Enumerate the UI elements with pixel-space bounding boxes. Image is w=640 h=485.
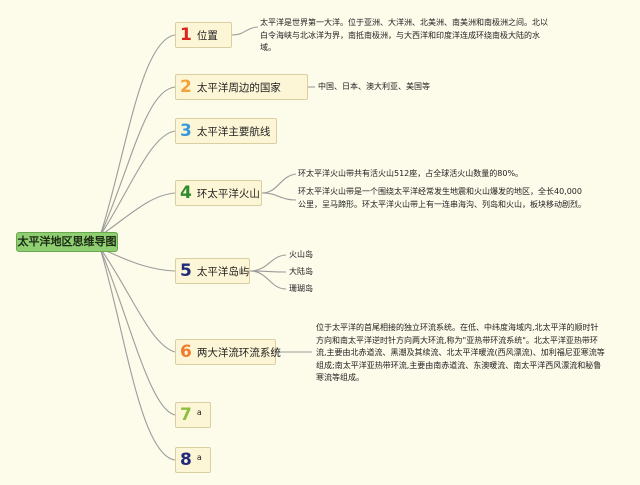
link-root-3 (99, 130, 176, 237)
branch-5-node[interactable]: 5 太平洋岛屿 (175, 258, 250, 284)
branch-8-label: a (196, 452, 202, 462)
link-4-detail-b (261, 192, 297, 201)
branch-5-label: 太平洋岛屿 (196, 265, 250, 278)
branch-5-sub-2: 大陆岛 (289, 267, 313, 276)
branch-2-node[interactable]: 2 太平洋周边的国家 (175, 74, 308, 100)
link-root-1 (99, 34, 176, 237)
branch-6-detail: 位于太平洋的首尾相接的独立环流系统。在低、中纬度海域内,北太平洋的顺时针方向和南… (316, 323, 605, 382)
branch-2-detail: 中国、日本、澳大利亚、美国等 (318, 82, 430, 91)
branch-1-label: 位置 (196, 29, 218, 42)
branch-1-node[interactable]: 1 位置 (175, 22, 232, 48)
branch-7-node[interactable]: 7 a (175, 402, 211, 428)
branch-6-number: 6 (180, 341, 192, 362)
branch-8-node[interactable]: 8 a (175, 447, 211, 473)
link-root-2 (99, 86, 176, 237)
link-root-6 (99, 247, 176, 353)
branch-3-label: 太平洋主要航线 (196, 125, 271, 138)
link-1-detail (231, 26, 259, 36)
branch-2-label: 太平洋周边的国家 (196, 81, 281, 94)
branch-4-detail-b: 环太平洋火山带是一个围绕太平洋经常发生地震和火山爆发的地区，全长40,000公里… (298, 187, 586, 209)
branch-7-number: 7 (180, 404, 192, 425)
branch-3-node[interactable]: 3 太平洋主要航线 (175, 118, 277, 144)
link-root-7 (99, 247, 176, 416)
branch-5-sub-1: 火山岛 (289, 250, 313, 259)
branch-4-detail-a: 环太平洋火山带共有活火山512座，占全球活火山数量的80%。 (298, 169, 524, 178)
link-root-8 (99, 247, 176, 461)
branch-1-detail: 太平洋是世界第一大洋。位于亚洲、大洋洲、北美洲、南美洲和南极洲之间。北以白令海峡… (260, 18, 548, 52)
branch-5-number: 5 (180, 260, 192, 281)
branch-6-label: 两大洋流环流系统 (196, 346, 281, 359)
branch-6-node[interactable]: 6 两大洋流环流系统 (175, 339, 281, 365)
link-4-detail-a (261, 173, 297, 194)
link-5-sub-3 (249, 270, 287, 290)
branch-8-number: 8 (180, 449, 192, 470)
branch-5-sub-3: 珊瑚岛 (289, 284, 313, 293)
branch-1-number: 1 (180, 24, 192, 45)
branch-4-label: 环太平洋火山 (196, 187, 260, 200)
branch-2-number: 2 (180, 76, 192, 97)
branch-7-label: a (196, 407, 202, 417)
branch-4-node[interactable]: 4 环太平洋火山 (175, 180, 262, 206)
branch-3-number: 3 (180, 120, 192, 141)
central-topic[interactable]: 太平洋地区思维导图 (16, 232, 118, 252)
link-root-4 (99, 192, 176, 237)
branch-4-number: 4 (180, 182, 192, 203)
link-5-sub-1 (249, 254, 287, 272)
